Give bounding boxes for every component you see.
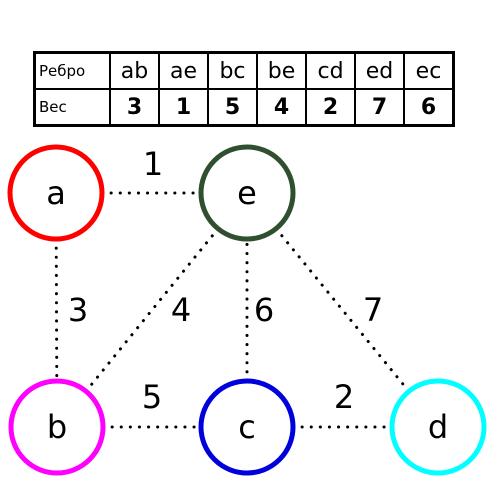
node-label-e: e — [237, 174, 257, 212]
edge-cell-cd: cd — [305, 51, 356, 90]
weight-cell-cd: 2 — [305, 88, 356, 127]
graph-edges: 1 3 4 6 7 5 2 — [54, 145, 411, 429]
edge-ed — [274, 227, 411, 393]
edge-cell-ab: ab — [109, 51, 160, 90]
node-label-a: a — [46, 174, 66, 212]
weight-cell-ed: 7 — [354, 88, 405, 127]
edge-row-label: Ребро — [33, 51, 111, 90]
weight-cell-ec: 6 — [403, 88, 455, 127]
weight-cell-bc: 5 — [207, 88, 258, 127]
graph-nodes: a e b c d — [7, 144, 487, 476]
node-circle-d — [389, 378, 487, 476]
node-circle-c — [198, 378, 296, 476]
node-circle-e — [198, 144, 296, 242]
node-e: e — [198, 144, 296, 242]
edge-cell-be: be — [256, 51, 307, 90]
edge-ab — [54, 237, 59, 383]
edge-weight-label-bc: 5 — [142, 378, 162, 416]
edge-weight-table: Ребро ab ae bc be cd ed ec Вес 3 1 5 4 2… — [33, 51, 455, 127]
node-circle-a — [7, 144, 105, 242]
node-label-c: c — [238, 408, 256, 446]
edge-be — [84, 227, 220, 393]
edge-cell-ec: ec — [403, 51, 455, 90]
node-a: a — [7, 144, 105, 242]
edge-row: Ребро ab ae bc be cd ed ec — [33, 51, 455, 90]
node-d: d — [389, 378, 487, 476]
weight-cell-be: 4 — [256, 88, 307, 127]
weight-cell-ab: 3 — [109, 88, 160, 127]
node-label-b: b — [47, 408, 67, 446]
edge-cell-ed: ed — [354, 51, 405, 90]
edge-cell-ae: ae — [158, 51, 209, 90]
node-c: c — [198, 378, 296, 476]
node-circle-b — [8, 378, 106, 476]
node-label-d: d — [428, 408, 448, 446]
node-b: b — [8, 378, 106, 476]
edge-weight-label-be: 4 — [171, 291, 191, 329]
edge-cell-bc: bc — [207, 51, 258, 90]
weight-row: Вес 3 1 5 4 2 7 6 — [33, 88, 455, 127]
edge-weight-label-ae: 1 — [143, 145, 163, 183]
edge-weight-label-ed: 7 — [363, 291, 383, 329]
weight-row-label: Вес — [33, 88, 111, 127]
edge-weight-label-ce: 6 — [254, 291, 274, 329]
edge-weight-label-cd: 2 — [334, 378, 354, 416]
edge-weight-label-ab: 3 — [68, 291, 88, 329]
weight-cell-ae: 1 — [158, 88, 209, 127]
